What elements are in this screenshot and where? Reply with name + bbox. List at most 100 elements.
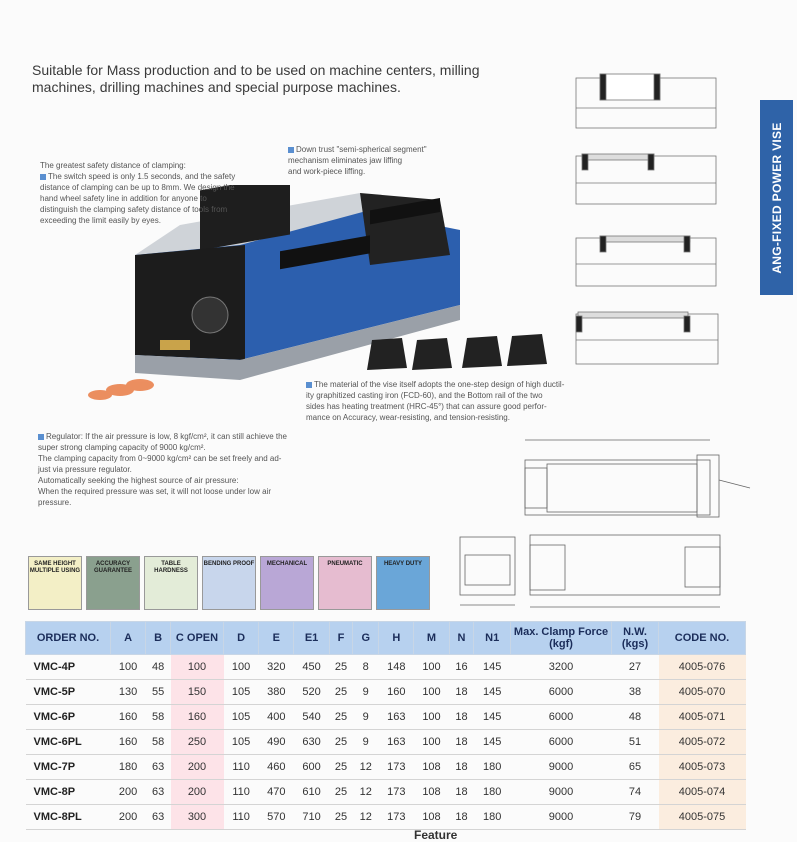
table-cell: 145 — [473, 679, 511, 705]
note-trust-line-3: and work-piece liffing. — [288, 167, 366, 176]
table-cell: 8 — [352, 654, 379, 680]
spec-table: ORDER NO. A B C OPEN D E E1 F G H M N N1… — [25, 621, 746, 830]
table-cell: 108 — [413, 754, 450, 780]
table-cell: 173 — [378, 754, 414, 780]
col-header: D — [222, 621, 260, 655]
table-cell: 6000 — [510, 679, 612, 705]
vise-illustration — [88, 185, 460, 400]
table-cell: 18 — [449, 804, 474, 830]
col-header: B — [145, 621, 171, 655]
table-cell: 100 — [170, 654, 224, 680]
table-cell: 38 — [611, 679, 659, 705]
table-cell: 6000 — [510, 704, 612, 730]
table-cell: 4005-074 — [658, 779, 746, 805]
note-material: The material of the vise itself adopts t… — [306, 379, 601, 423]
table-cell: 540 — [293, 704, 330, 730]
side-banner-label: ANG-FIXED POWER VISE — [769, 121, 784, 274]
table-cell: 163 — [378, 704, 414, 730]
table-cell: 200 — [110, 804, 146, 830]
table-cell: 55 — [145, 679, 171, 705]
table-cell: 180 — [110, 754, 146, 780]
note-trust-line-1: Down trust "semi-spherical segment" — [296, 145, 427, 154]
table-cell: 100 — [110, 654, 146, 680]
feature-icon-label: PNEUMATIC — [327, 561, 363, 567]
note-safety-line-1: The greatest safety distance of clamping… — [40, 161, 186, 170]
table-cell: 4005-075 — [658, 804, 746, 830]
table-cell: 25 — [329, 679, 353, 705]
order-no-cell: VMC-4P — [25, 654, 111, 680]
note-material-line-2: ity graphitized casting iron (FCD-60), a… — [306, 391, 543, 400]
table-cell: 570 — [258, 804, 294, 830]
table-cell: 25 — [329, 804, 353, 830]
table-cell: 100 — [413, 704, 450, 730]
table-cell: 9 — [352, 729, 379, 755]
note-material-line-1: The material of the vise itself adopts t… — [314, 380, 565, 389]
feature-icon-label: SAME HEIGHT MULTIPLE USING — [29, 561, 81, 574]
col-header: N — [448, 621, 475, 655]
note-regulator-line-7: pressure. — [38, 498, 72, 507]
table-cell: 160 — [378, 679, 414, 705]
table-cell: 250 — [170, 729, 224, 755]
table-cell: 18 — [449, 754, 474, 780]
note-safety-line-4: hand wheel safety line in addition for a… — [40, 194, 207, 203]
table-cell: 18 — [449, 729, 474, 755]
table-cell: 25 — [329, 729, 353, 755]
table-cell: 520 — [293, 679, 330, 705]
note-trust-line-2: mechanism eliminates jaw liffing — [288, 156, 403, 165]
order-no-cell: VMC-5P — [25, 679, 111, 705]
order-no-cell: VMC-6P — [25, 704, 111, 730]
table-cell: 145 — [473, 729, 511, 755]
jaw-diagrams — [575, 73, 719, 365]
table-cell: 460 — [258, 754, 294, 780]
feature-icon-mechanical: MECHANICAL — [260, 556, 314, 610]
table-cell: 160 — [110, 729, 146, 755]
table-cell: 63 — [145, 779, 171, 805]
table-cell: 58 — [145, 729, 171, 755]
order-no-cell: VMC-8PL — [25, 804, 111, 830]
note-safety-line-5: distinguish the clamping safety distance… — [40, 205, 228, 214]
table-cell: 105 — [223, 729, 259, 755]
table-cell: 300 — [170, 804, 224, 830]
table-cell: 160 — [110, 704, 146, 730]
table-cell: 79 — [611, 804, 659, 830]
table-cell: 160 — [170, 704, 224, 730]
table-cell: 110 — [223, 779, 259, 805]
dimension-drawing-top — [524, 439, 751, 518]
table-cell: 4005-070 — [658, 679, 746, 705]
feature-icon-table-hardness: TABLE HARDNESS — [144, 556, 198, 610]
col-header: A — [109, 621, 147, 655]
table-cell: 630 — [293, 729, 330, 755]
table-cell: 108 — [413, 779, 450, 805]
note-material-line-4: mance on Accuracy, wear-resisting, and t… — [306, 413, 510, 422]
table-cell: 65 — [611, 754, 659, 780]
table-cell: 110 — [223, 754, 259, 780]
headline: Suitable for Mass production and to be u… — [32, 62, 480, 95]
note-material-line-3: sides has heating treatment (HRC-45°) th… — [306, 402, 547, 411]
table-cell: 63 — [145, 754, 171, 780]
table-cell: 173 — [378, 804, 414, 830]
note-trust: Down trust "semi-spherical segment" mech… — [288, 144, 448, 177]
table-cell: 400 — [258, 704, 294, 730]
table-cell: 180 — [473, 804, 511, 830]
note-regulator-line-6: When the required pressure was set, it w… — [38, 487, 271, 496]
table-cell: 320 — [258, 654, 294, 680]
table-cell: 470 — [258, 779, 294, 805]
table-cell: 200 — [170, 779, 224, 805]
table-cell: 48 — [145, 654, 171, 680]
note-safety-line-2: The switch speed is only 1.5 seconds, an… — [48, 172, 236, 181]
table-cell: 4005-073 — [658, 754, 746, 780]
table-cell: 150 — [170, 679, 224, 705]
note-regulator-line-5: Automatically seeking the highest source… — [38, 476, 239, 485]
order-no-cell: VMC-6PL — [25, 729, 111, 755]
feature-icon-label: BENDING PROOF — [203, 561, 255, 567]
table-cell: 108 — [413, 804, 450, 830]
table-cell: 450 — [293, 654, 330, 680]
feature-icon-label: ACCURACY GUARANTEE — [93, 561, 132, 574]
feature-icon-accuracy: ACCURACY GUARANTEE — [86, 556, 140, 610]
table-cell: 100 — [413, 729, 450, 755]
table-cell: 4005-076 — [658, 654, 746, 680]
